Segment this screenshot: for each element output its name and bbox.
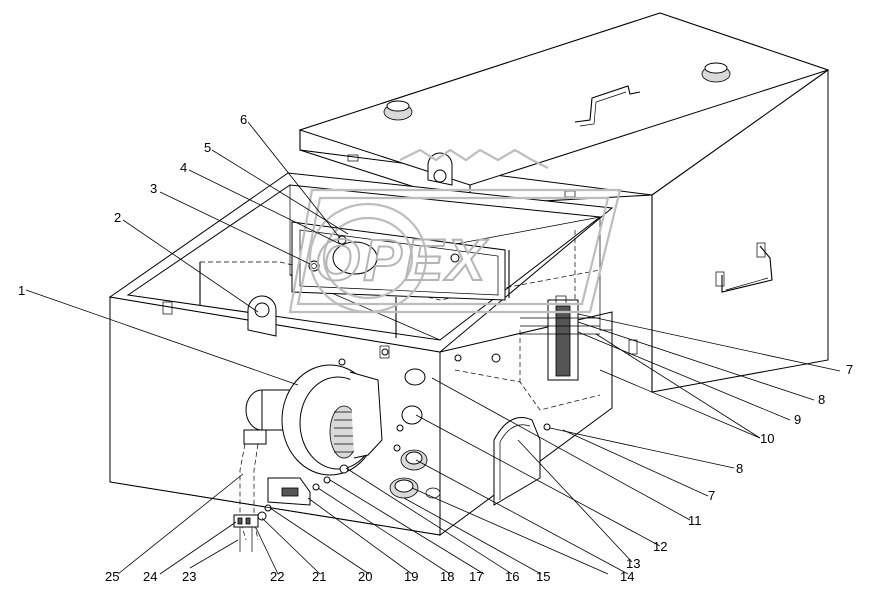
callout-24: 24	[143, 569, 157, 584]
callout-1: 1	[18, 283, 25, 298]
callout-22: 22	[270, 569, 284, 584]
lifting-lug	[162, 152, 453, 359]
terminal-block	[520, 295, 600, 381]
callout-10: 10	[760, 431, 774, 446]
callout-5: 5	[204, 140, 211, 155]
callout-7-bottom: 7	[708, 488, 715, 503]
callout-23: 23	[182, 569, 196, 584]
callout-12: 12	[653, 539, 667, 554]
callout-4: 4	[180, 160, 187, 175]
callout-14: 14	[620, 569, 634, 584]
cable-connector	[233, 443, 272, 552]
leader-lines	[25, 121, 841, 575]
callout-13: 13	[626, 556, 640, 571]
callout-9: 9	[794, 412, 801, 427]
watermark-text: OPEX	[315, 228, 488, 293]
callout-21: 21	[312, 569, 326, 584]
callout-2: 2	[114, 210, 121, 225]
callout-16: 16	[505, 569, 519, 584]
callout-8-top: 8	[818, 392, 825, 407]
arch-cover	[493, 417, 541, 506]
callout-25: 25	[105, 569, 119, 584]
opex-watermark: OPEX	[288, 148, 622, 314]
callout-19: 19	[404, 569, 418, 584]
callout-20: 20	[358, 569, 372, 584]
callout-8-bottom: 8	[736, 461, 743, 476]
callout-6: 6	[240, 112, 247, 127]
interior-plates	[199, 221, 510, 338]
callout-18: 18	[440, 569, 454, 584]
callout-17: 17	[469, 569, 483, 584]
blower-fan	[243, 364, 383, 506]
callout-7-top: 7	[846, 362, 853, 377]
callout-15: 15	[536, 569, 550, 584]
callout-11: 11	[688, 513, 702, 528]
callout-3: 3	[150, 181, 157, 196]
callout-labels: 1 2 3 4 5 6 7 8 9 10 8 7 11 12 13 14 15 …	[18, 112, 853, 584]
